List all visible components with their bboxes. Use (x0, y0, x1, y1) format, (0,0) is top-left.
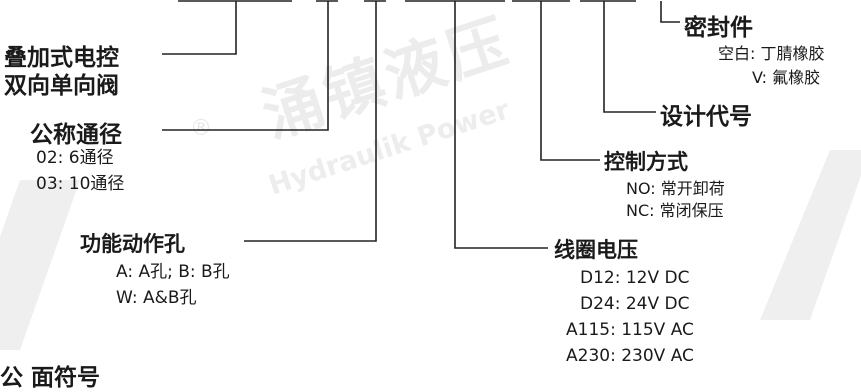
leader-nominal-bore (162, 1, 329, 131)
nominal-bore-option: 02: 6通径 (36, 148, 114, 168)
seal-option: V: 氟橡胶 (752, 68, 821, 87)
valve-type-line1: 叠加式电控 (4, 45, 119, 71)
coil-voltage-title: 线圈电压 (554, 238, 638, 262)
valve-type-line2: 双向单向阀 (4, 73, 119, 99)
watermark-logo-left (0, 180, 80, 350)
watermark-registered-mark: ® (190, 116, 212, 141)
leader-valve-type (162, 1, 237, 55)
function-port-option: W: A&B孔 (116, 288, 197, 308)
leader-control-mode (540, 1, 600, 161)
watermark-logo-right (760, 150, 861, 320)
leader-design-code (603, 1, 656, 113)
control-mode-option: NC: 常闭保压 (626, 201, 724, 220)
seal-option: 空白: 丁腈橡胶 (718, 44, 825, 63)
control-mode-option: NO: 常开卸荷 (626, 179, 725, 198)
seal-title: 密封件 (684, 15, 753, 41)
control-mode-title: 控制方式 (604, 150, 688, 174)
leader-function-port (244, 1, 377, 242)
coil-voltage-option: D24: 24V DC (580, 294, 690, 314)
function-port-title: 功能动作孔 (80, 232, 185, 256)
coil-voltage-option: A230: 230V AC (566, 346, 694, 366)
leader-coil-voltage (454, 1, 548, 249)
nominal-bore-title: 公称通径 (30, 122, 122, 148)
coil-voltage-option: A115: 115V AC (566, 320, 694, 340)
leader-seal (660, 1, 680, 23)
connector-lines (162, 0, 680, 249)
design-code-title: 设计代号 (660, 104, 752, 130)
nominal-bore-option: 03: 10通径 (36, 174, 125, 194)
partial-bottom-text: 公 面符号 (0, 365, 101, 391)
function-port-option: A: A孔; B: B孔 (116, 262, 230, 282)
coil-voltage-option: D12: 12V DC (580, 268, 690, 288)
